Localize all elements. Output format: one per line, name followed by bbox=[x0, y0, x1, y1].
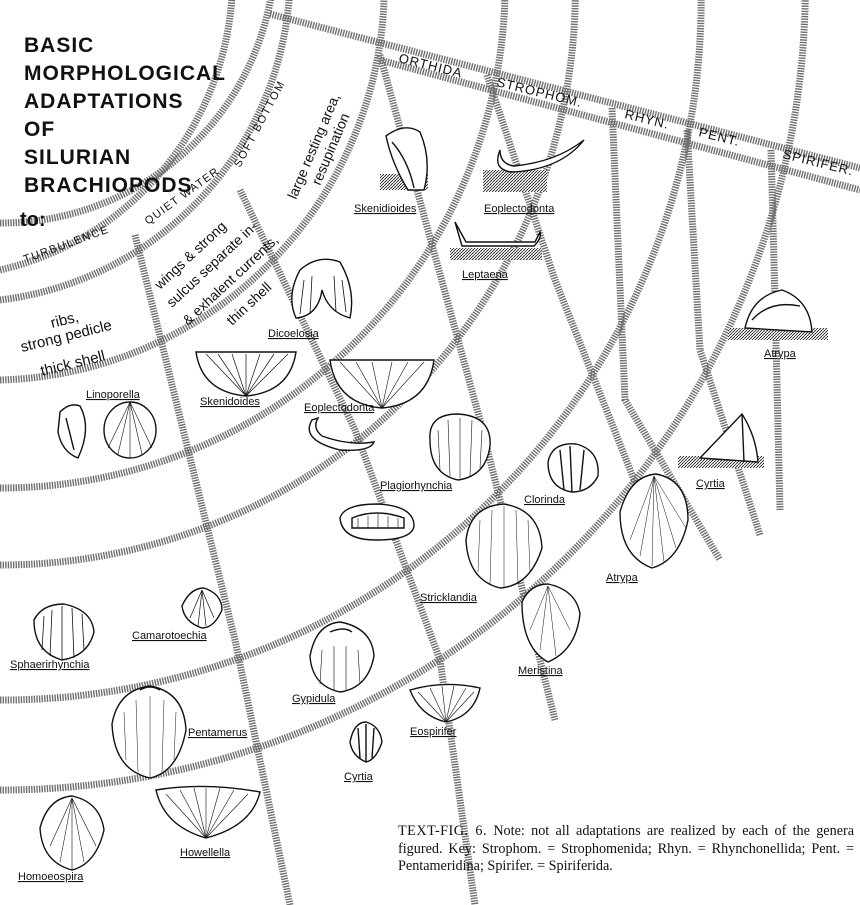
camarotoechia-figure bbox=[182, 588, 222, 628]
group-headers: ORTHIDA STROPHOM. RHYN. PENT. SPIRIFER. bbox=[397, 50, 855, 178]
label-leptaena: Leptaena bbox=[462, 269, 509, 281]
dicoelosia-figure bbox=[292, 259, 352, 318]
label-pentamerus: Pentamerus bbox=[188, 727, 248, 739]
leptaena-figure bbox=[450, 222, 542, 260]
cyrtia-mid-figure bbox=[678, 414, 764, 468]
label-skenidioides-top: Skenidioides bbox=[354, 203, 417, 215]
gypidula-figure bbox=[310, 622, 374, 692]
skenidoides-mid-figure bbox=[196, 352, 296, 396]
label-linoporella: Linoporella bbox=[86, 389, 141, 401]
env-soft-bottom: SOFT BOTTOM bbox=[232, 78, 288, 169]
sphaerirhynchia-figure bbox=[34, 604, 94, 660]
stricklandia-figure bbox=[466, 504, 542, 588]
meristina-figure bbox=[522, 584, 580, 662]
label-homoeospira: Homoeospira bbox=[18, 871, 84, 883]
figure-caption: TEXT-FIG. 6. Note: not all adaptations a… bbox=[398, 823, 854, 876]
title-line-2: MORPHOLOGICAL bbox=[24, 62, 226, 85]
label-sphaerirhynchia: Sphaerirhynchia bbox=[10, 659, 90, 671]
adaptation-quiet-water: wings & strong sulcus separate in- & exh… bbox=[150, 218, 281, 328]
clorinda-figure bbox=[548, 444, 598, 492]
plagiorhynchia-figure bbox=[430, 414, 490, 480]
label-cyrtia-mid: Cyrtia bbox=[696, 478, 726, 490]
label-howellella: Howellella bbox=[180, 847, 231, 859]
label-plagiorhynchia: Plagiorhynchia bbox=[380, 480, 453, 492]
label-skenidoides-mid: Skenidoides bbox=[200, 396, 260, 408]
label-clorinda: Clorinda bbox=[524, 494, 566, 506]
title-line-5: SILURIAN bbox=[24, 146, 131, 169]
adaptation-soft-bottom: large resting area, resupination bbox=[284, 91, 353, 201]
eospirifer-figure bbox=[410, 684, 480, 722]
label-meristina: Meristina bbox=[518, 665, 564, 677]
title-line-6: BRACHIOPODS bbox=[24, 174, 193, 197]
label-eospirifer: Eospirifer bbox=[410, 726, 457, 738]
cyrtia-low-figure bbox=[350, 722, 382, 762]
linoporella-figure bbox=[58, 402, 156, 458]
group-strophom: STROPHOM. bbox=[495, 74, 584, 110]
label-camarotoechia: Camarotoechia bbox=[132, 630, 207, 642]
adapt-turb-line-3: thick shell bbox=[39, 347, 107, 379]
caption-lead: TEXT-FIG. 6. bbox=[398, 823, 487, 839]
pentamerus-figure bbox=[112, 686, 186, 778]
eoplectodonta-top-figure bbox=[483, 140, 584, 192]
label-dicoelosia: Dicoelosia bbox=[268, 328, 320, 340]
title-line-1: BASIC bbox=[24, 34, 94, 57]
title-line-4: OF bbox=[24, 118, 55, 141]
title-line-3: ADAPTATIONS bbox=[24, 90, 184, 113]
label-stricklandia: Stricklandia bbox=[420, 592, 478, 604]
label-atrypa-top: Atrypa bbox=[764, 348, 797, 360]
group-pent: PENT. bbox=[697, 124, 741, 149]
howellella-figure bbox=[156, 786, 260, 838]
label-gypidula: Gypidula bbox=[292, 693, 336, 705]
group-rhyn: RHYN. bbox=[623, 106, 671, 132]
label-eoplectodonta-mid: Eoplectodonta bbox=[304, 402, 375, 414]
label-atrypa-mid: Atrypa bbox=[606, 572, 639, 584]
homoeospira-figure bbox=[40, 796, 104, 870]
to-label: to: bbox=[20, 209, 46, 231]
atrypa-mid-figure bbox=[620, 474, 688, 568]
adaptation-turbulence: ribs, strong pedicle thick shell bbox=[19, 309, 114, 380]
skenidioides-top-figure bbox=[380, 128, 428, 190]
unlabelled-shell-figure bbox=[340, 504, 414, 540]
label-cyrtia-low: Cyrtia bbox=[344, 771, 374, 783]
label-eoplectodonta-top: Eoplectodonta bbox=[484, 203, 555, 215]
